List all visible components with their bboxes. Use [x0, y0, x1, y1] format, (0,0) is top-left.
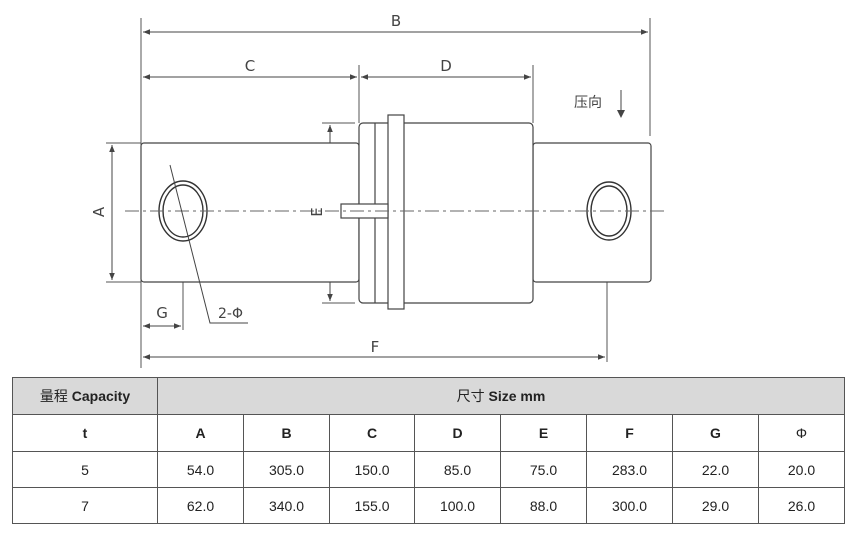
table-cell: 85.0 — [414, 451, 501, 488]
table-cell: 155.0 — [329, 487, 415, 524]
column-header: t — [12, 414, 158, 452]
dim-label-F: F — [371, 338, 380, 356]
table-cell: 26.0 — [758, 487, 845, 524]
press-direction-label: 压向 — [574, 95, 602, 111]
table-cell: 7 — [12, 487, 158, 524]
table-cell: 75.0 — [500, 451, 587, 488]
table-cell: 20.0 — [758, 451, 845, 488]
table-cell: 88.0 — [500, 487, 587, 524]
table-row: 7 62.0 340.0 155.0 100.0 88.0 300.0 29.0… — [12, 487, 845, 524]
dim-label-D: D — [440, 57, 452, 75]
size-header: 尺寸 Size mm — [157, 377, 845, 415]
column-header: G — [672, 414, 759, 452]
table-cell: 150.0 — [329, 451, 415, 488]
dim-label-A: A — [90, 206, 108, 217]
table-cell: 5 — [12, 451, 158, 488]
load-cell-drawing: B C D A E G F 2-Φ 压向 — [90, 12, 665, 368]
column-header: C — [329, 414, 415, 452]
hole-label: 2-Φ — [218, 306, 243, 322]
column-header: Φ — [758, 414, 845, 452]
table-cell: 22.0 — [672, 451, 759, 488]
size-header-cn: 尺寸 — [456, 388, 485, 404]
column-header: F — [586, 414, 673, 452]
table-cell: 62.0 — [157, 487, 244, 524]
table-cell: 300.0 — [586, 487, 673, 524]
dim-label-E: E — [308, 207, 326, 216]
spec-table: 量程 Capacity 尺寸 Size mm t A B C D E F G Φ… — [12, 377, 845, 524]
table-header-row: 量程 Capacity 尺寸 Size mm — [12, 377, 845, 415]
column-header: B — [243, 414, 330, 452]
hole-leader — [169, 164, 248, 324]
press-direction-arrow — [617, 90, 625, 118]
capacity-header-cn: 量程 — [39, 388, 68, 404]
column-header-row: t A B C D E F G Φ — [12, 414, 845, 452]
capacity-header: 量程 Capacity — [12, 377, 158, 415]
table-row: 5 54.0 305.0 150.0 85.0 75.0 283.0 22.0 … — [12, 451, 845, 488]
capacity-header-en: Capacity — [71, 388, 131, 404]
load-cell-body — [140, 114, 652, 310]
dim-label-C: C — [245, 57, 255, 75]
table-cell: 340.0 — [243, 487, 330, 524]
column-header: E — [500, 414, 587, 452]
size-header-en: Size mm — [488, 388, 546, 404]
dim-label-B: B — [391, 12, 401, 30]
column-header: A — [157, 414, 244, 452]
table-cell: 305.0 — [243, 451, 330, 488]
table-cell: 283.0 — [586, 451, 673, 488]
table-cell: 100.0 — [414, 487, 501, 524]
column-header: D — [414, 414, 501, 452]
table-cell: 54.0 — [157, 451, 244, 488]
dim-label-G: G — [156, 304, 168, 322]
table-cell: 29.0 — [672, 487, 759, 524]
